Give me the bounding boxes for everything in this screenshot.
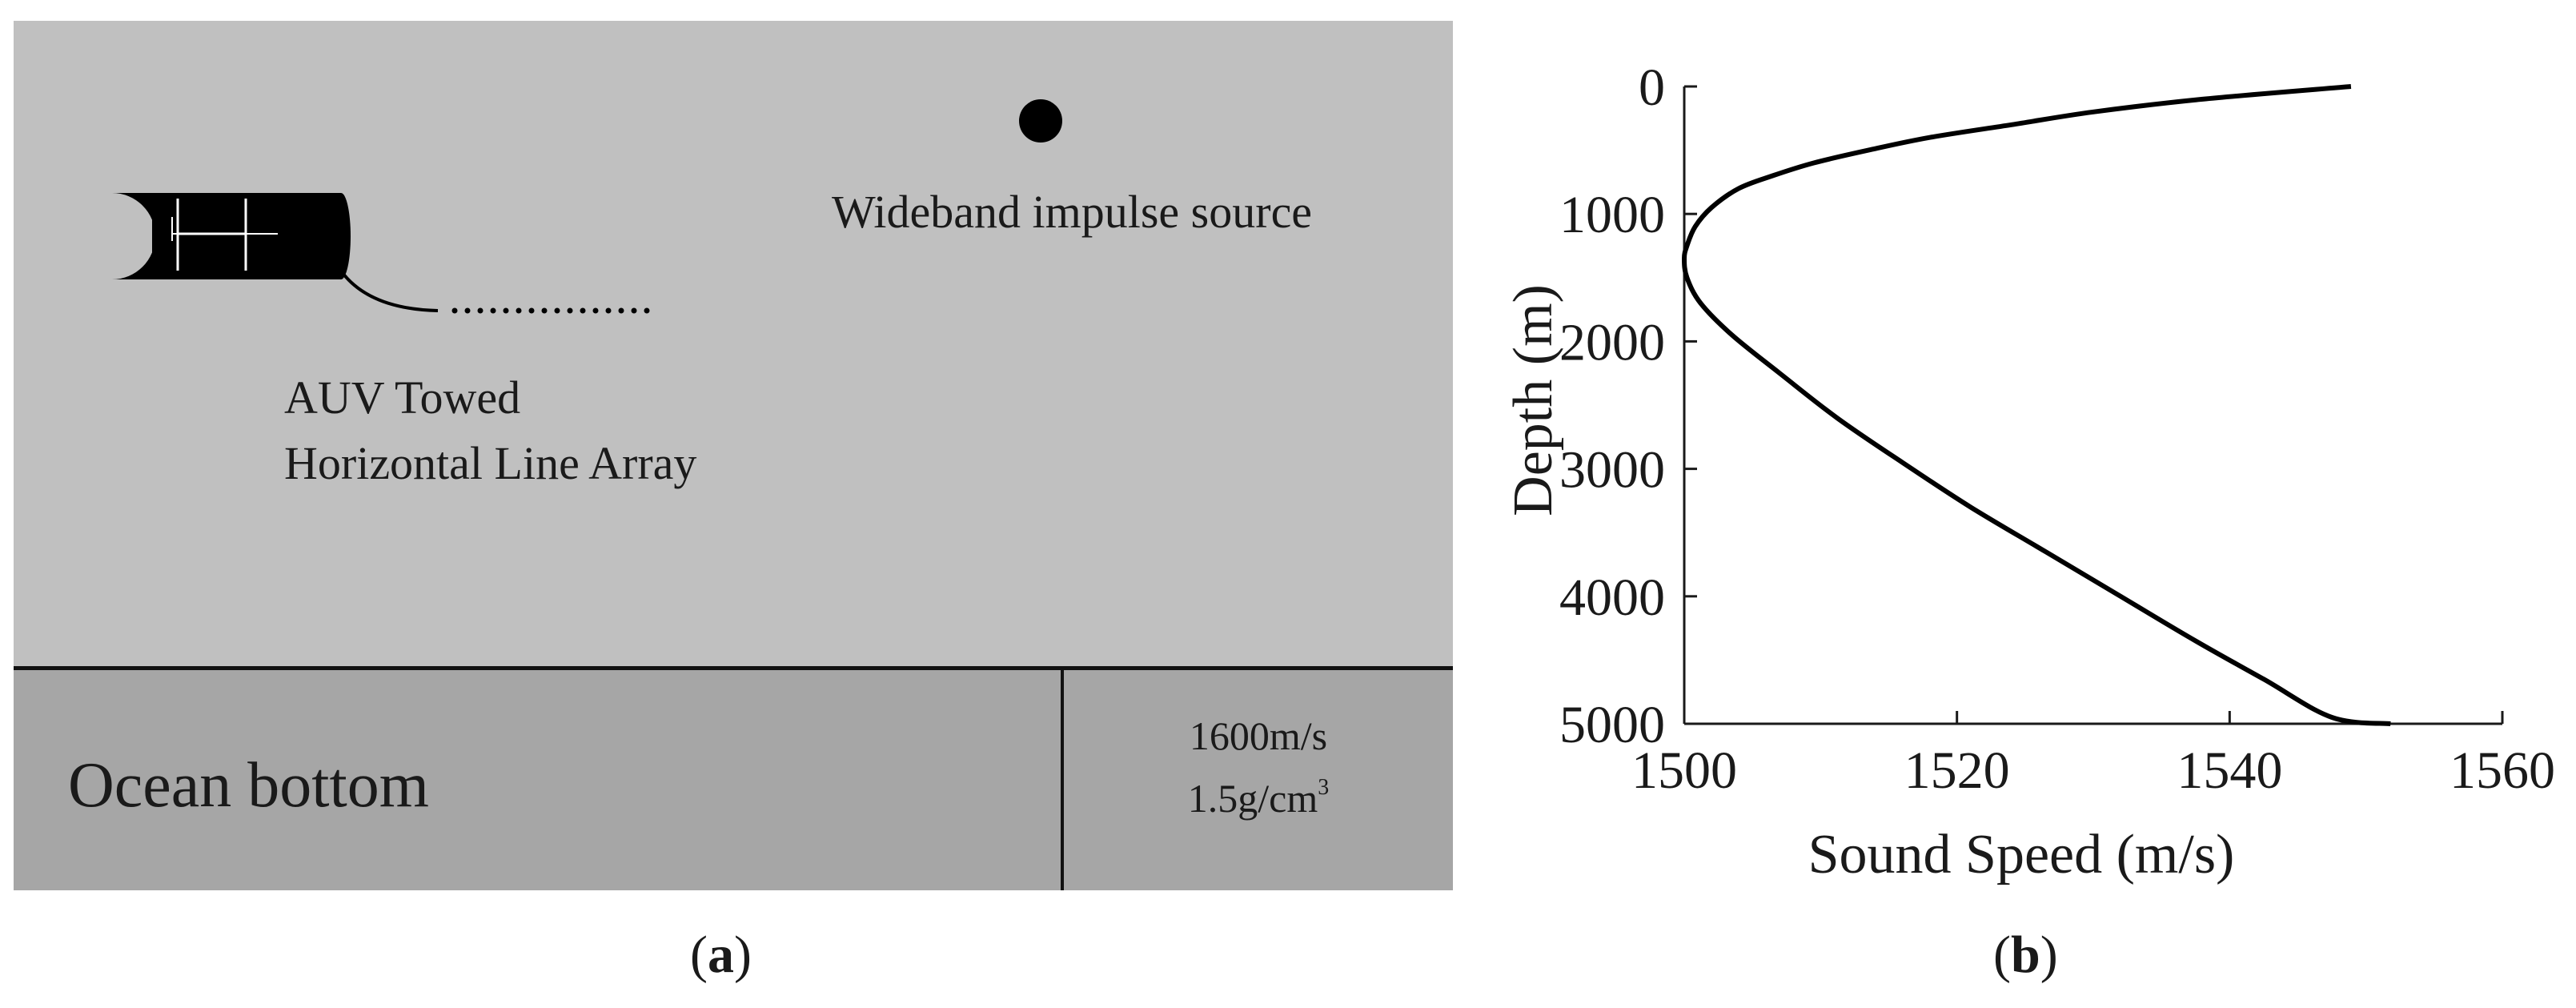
chart-series — [1682, 84, 2391, 726]
y-tick-label: 3000 — [1559, 441, 1665, 500]
y-tick-label: 1000 — [1559, 186, 1665, 244]
scenario-diagram: Wideband impulse source AUV Towed Horizo… — [14, 21, 1453, 890]
x-tick-label: 1540 — [2177, 741, 2282, 800]
sound-speed-profile-line — [1682, 84, 2391, 726]
seabed-sound-speed: 1600m/s — [1189, 713, 1328, 758]
caption-a-letter: a — [707, 926, 734, 984]
seabed-density: 1.5g/cm3 — [1064, 775, 1453, 821]
y-tick-label: 5000 — [1559, 696, 1665, 754]
chart-axes — [1683, 86, 2502, 725]
auv-label-line1: AUV Towed — [284, 371, 521, 424]
chart-ticks: 1500 1520 1540 1560 0 1000 2000 3000 4000 5000 — [1559, 58, 2555, 800]
y-tick-label: 0 — [1639, 58, 1665, 117]
auv-array-drawing — [112, 193, 650, 314]
seabed-layer — [14, 666, 1453, 890]
seabed-density-exponent: 3 — [1318, 775, 1330, 800]
seabed-properties: 1600m/s 1.5g/cm3 — [1064, 716, 1453, 839]
caption-a: (a) — [690, 929, 752, 982]
source-label: Wideband impulse source — [832, 186, 1313, 238]
auv-label: AUV Towed Horizontal Line Array — [284, 365, 696, 496]
ocean-bottom-label: Ocean bottom — [68, 750, 429, 821]
caption-b-open: ( — [1993, 926, 2011, 984]
hydrophone-array — [451, 307, 650, 314]
caption-b: (b) — [1993, 929, 2058, 982]
y-tick-label: 2000 — [1559, 313, 1665, 371]
caption-b-letter: b — [2010, 926, 2040, 984]
auv-label-line2: Horizontal Line Array — [284, 437, 697, 489]
x-axis-label: Sound Speed (m/s) — [1808, 824, 2235, 886]
auv-icon — [112, 193, 351, 279]
tow-cable — [337, 266, 439, 312]
water-column — [14, 21, 1453, 666]
y-tick-label: 4000 — [1559, 568, 1665, 627]
seabed-divider — [1061, 666, 1064, 890]
x-tick-label: 1500 — [1631, 741, 1737, 800]
sound-speed-profile-chart: 1500 1520 1540 1560 0 1000 2000 3000 4000 5000 So… — [1503, 58, 2555, 886]
caption-a-close: ) — [733, 926, 752, 984]
caption-a-open: ( — [690, 926, 708, 984]
impulse-source-marker — [1019, 99, 1062, 143]
x-tick-label: 1520 — [1904, 741, 2010, 800]
y-axis-label: Depth (m) — [1503, 284, 1564, 516]
caption-b-close: ) — [2040, 926, 2058, 984]
x-tick-label: 1560 — [2450, 741, 2555, 800]
seabed-density-value: 1.5g/cm — [1187, 776, 1318, 821]
